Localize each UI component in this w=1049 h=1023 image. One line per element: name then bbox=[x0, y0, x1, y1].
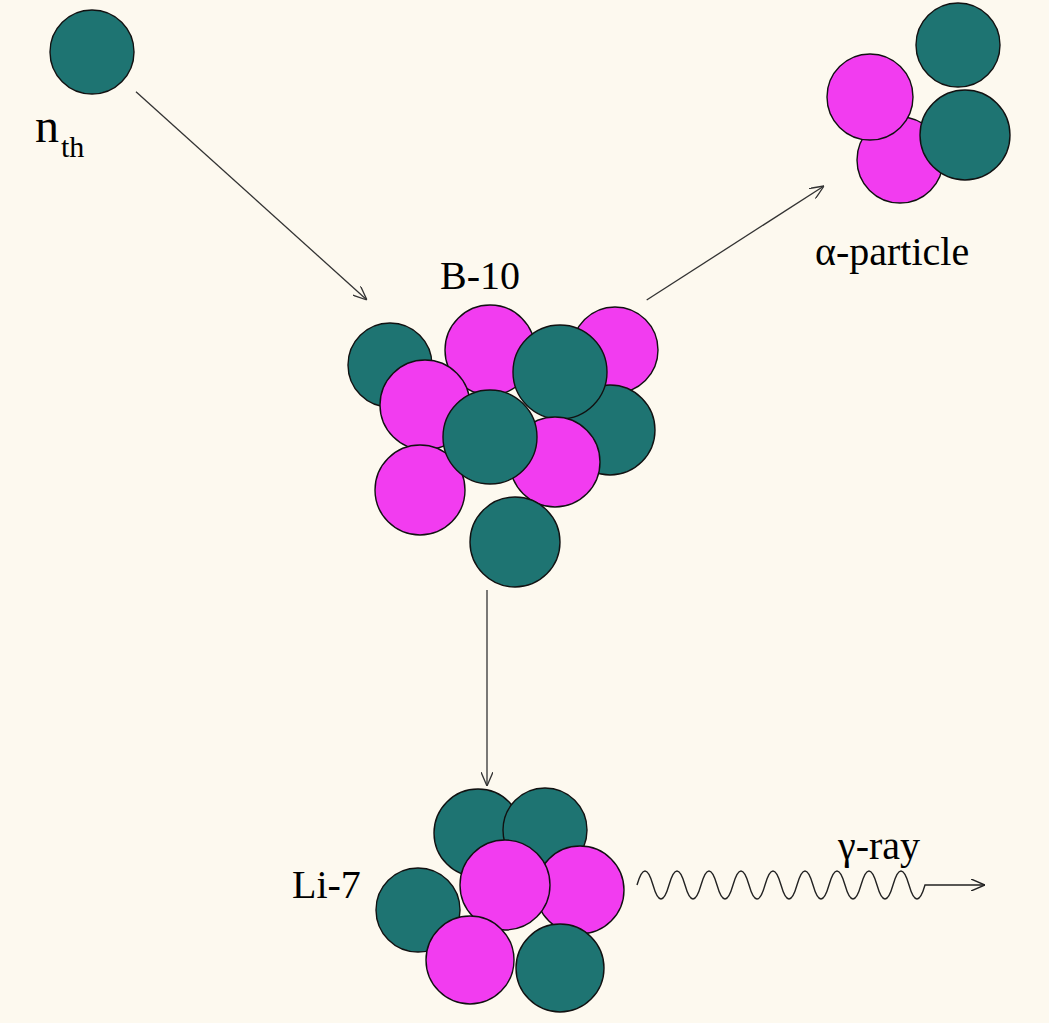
nucleus-figure bbox=[340, 300, 665, 590]
particle-label: α-particle bbox=[815, 232, 969, 272]
particle-node: B-10 bbox=[340, 300, 665, 590]
nucleon-circle bbox=[516, 924, 604, 1012]
nucleon-circle bbox=[827, 54, 913, 140]
particle-node: Li-7 bbox=[372, 786, 628, 1016]
particle-label: n bbox=[35, 102, 59, 150]
nucleus-figure bbox=[824, 0, 1014, 206]
nucleus-figure bbox=[48, 8, 136, 96]
reaction-arrow bbox=[647, 186, 824, 300]
nucleon-circle bbox=[50, 10, 134, 94]
particle-label: Li-7 bbox=[292, 865, 361, 905]
particle-label: th bbox=[61, 132, 84, 162]
nucleon-circle bbox=[920, 90, 1010, 180]
nucleon-circle bbox=[470, 497, 560, 587]
gamma-wave bbox=[637, 871, 985, 899]
particle-node: α-particle bbox=[824, 0, 1014, 206]
nucleon-circle bbox=[513, 325, 607, 419]
particle-node: nth bbox=[48, 8, 136, 96]
nucleus-figure bbox=[372, 786, 628, 1016]
nucleon-circle bbox=[916, 3, 1000, 87]
reaction-arrow bbox=[486, 590, 487, 786]
particle-label: B-10 bbox=[440, 256, 520, 296]
reaction-arrow bbox=[136, 92, 367, 300]
nucleon-circle bbox=[443, 390, 537, 484]
nucleon-circle bbox=[426, 916, 514, 1004]
gamma-label: γ-ray bbox=[838, 826, 920, 866]
